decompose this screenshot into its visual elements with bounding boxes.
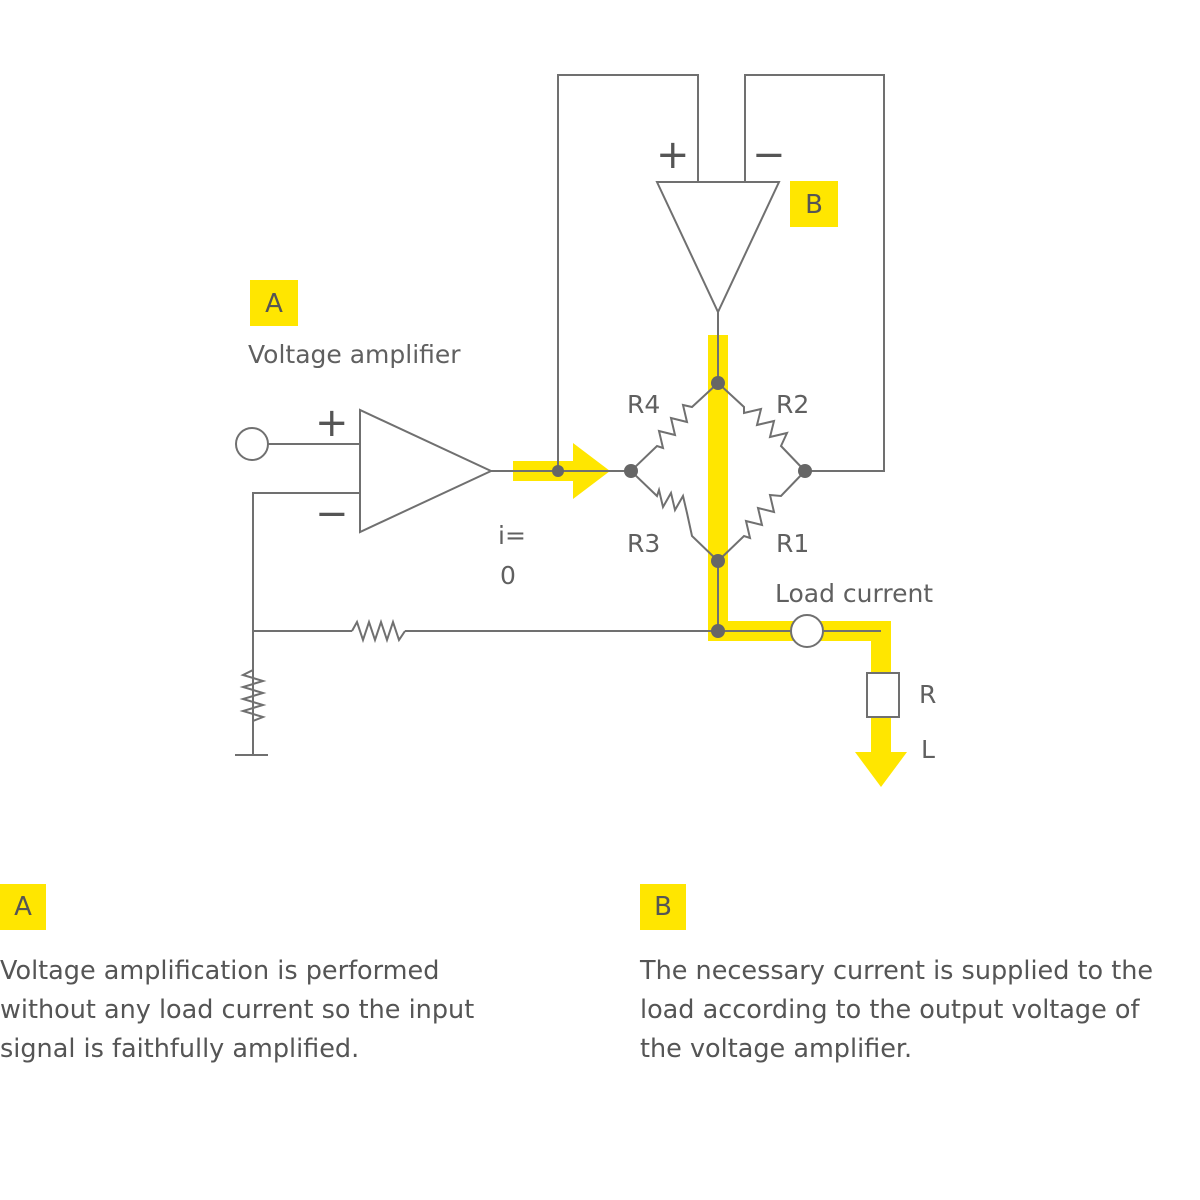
circuit-diagram: A B Voltage amplifier + − + − R4 R2 R3 R… — [235, 74, 936, 787]
junction-dot — [552, 465, 564, 477]
junction-dot — [711, 376, 725, 390]
badge-b-label: B — [805, 190, 823, 220]
resistor-r1 — [717, 470, 806, 562]
caption-b: B The necessary current is supplied to t… — [640, 884, 1180, 1069]
load-resistor-label-r: R — [919, 680, 936, 709]
load-resistor-label-l: L — [921, 735, 935, 764]
amp-a-minus-sign: − — [315, 491, 349, 537]
highlight-load-arrowhead — [855, 752, 907, 787]
resistor-ground — [239, 660, 267, 730]
voltage-amplifier-label: Voltage amplifier — [248, 340, 461, 369]
badge-a-label: A — [265, 289, 283, 319]
caption-a: A Voltage amplification is performed wit… — [0, 884, 540, 1069]
load-current-terminal — [790, 614, 824, 648]
resistor-feedback — [351, 618, 406, 644]
caption-b-text: The necessary current is supplied to the… — [640, 956, 1154, 1064]
r3-label: R3 — [627, 529, 660, 558]
wire-loop-b-plus — [557, 74, 699, 471]
junction-dot — [711, 624, 725, 638]
load-current-label: Load current — [775, 579, 933, 608]
input-terminal — [235, 427, 269, 461]
current-i-label: i= — [498, 521, 526, 550]
current-i-value: 0 — [500, 561, 516, 590]
junction-dot — [798, 464, 812, 478]
caption-b-badge: B — [640, 884, 686, 930]
resistor-r2 — [717, 382, 806, 472]
junction-dot — [624, 464, 638, 478]
amp-b-plus-sign: + — [656, 132, 690, 178]
amp-b-minus-sign: − — [752, 132, 786, 178]
caption-a-text: Voltage amplification is performed witho… — [0, 956, 475, 1064]
voltage-amplifier-a — [359, 408, 494, 534]
resistor-r3 — [630, 470, 719, 562]
amp-a-plus-sign: + — [315, 400, 349, 446]
r1-label: R1 — [776, 529, 809, 558]
current-amplifier-b — [655, 181, 781, 315]
resistor-load — [866, 672, 900, 718]
r4-label: R4 — [627, 390, 660, 419]
junction-dot — [711, 554, 725, 568]
caption-a-badge: A — [0, 884, 46, 930]
resistor-r4 — [630, 382, 719, 472]
badge-b — [790, 181, 838, 227]
wire-loop-b-minus — [744, 74, 885, 472]
badge-a — [250, 280, 298, 326]
r2-label: R2 — [776, 390, 809, 419]
